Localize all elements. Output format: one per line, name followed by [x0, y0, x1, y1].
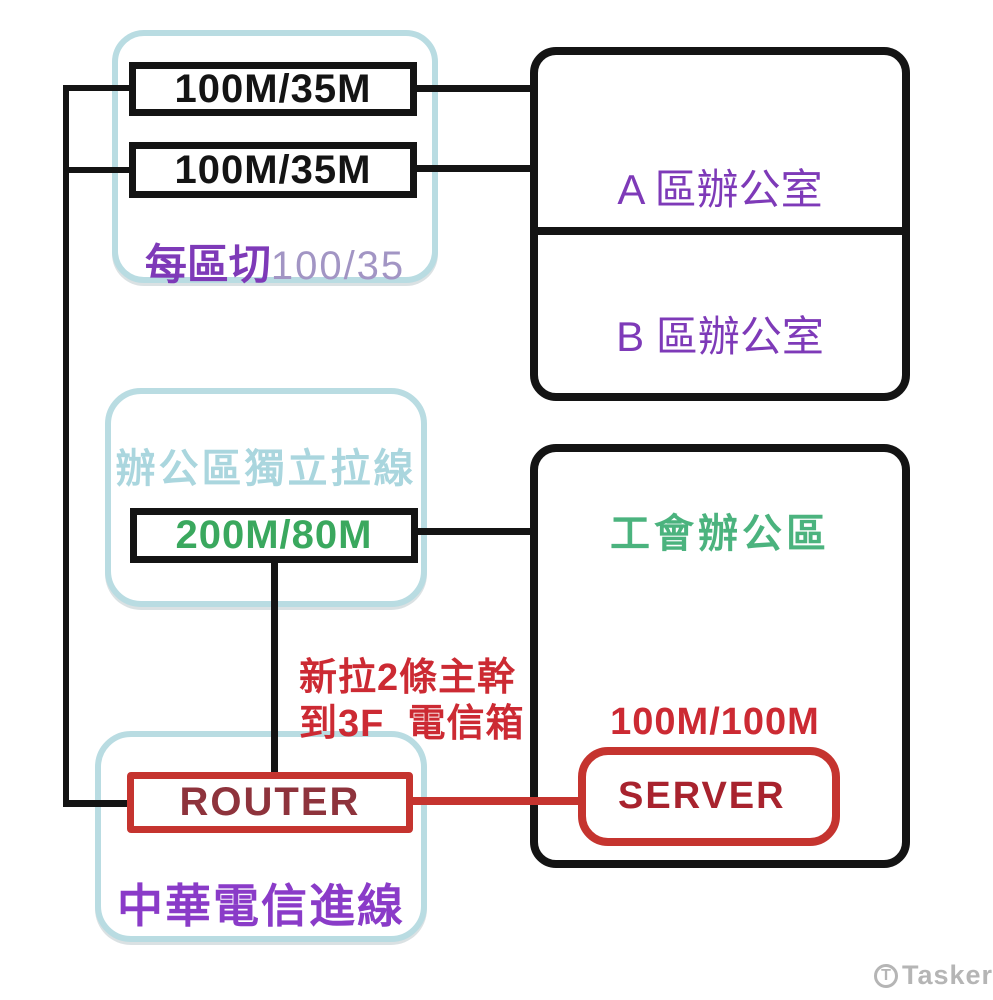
dedicated-line-caption: 辦公區獨立拉線 [115, 447, 417, 491]
server-bandwidth-label: 100M/100M [610, 701, 820, 743]
connector-link3-to-router [271, 560, 278, 774]
connector-trunk-to-router [63, 800, 129, 807]
office-zone-b-label: B 區辦公室 [616, 313, 824, 360]
connector-trunk-to-link1 [63, 85, 130, 91]
trunk-annotation-line2: 到3F 電信箱 [299, 703, 525, 745]
server-box: SERVER [578, 747, 840, 846]
chunghwa-entry-panel [95, 731, 427, 942]
zone-split-caption: 每區切100/35 [112, 231, 438, 292]
office-building-box [530, 47, 910, 401]
bandwidth-label-link1: 100M/35M [174, 66, 372, 111]
connector-trunk-to-link2 [63, 167, 130, 173]
dedicated-line-panel [105, 388, 427, 607]
watermark-text: Tasker [902, 960, 993, 990]
connector-link2-to-office [415, 165, 532, 172]
watermark: T Tasker [874, 960, 993, 991]
bandwidth-box-link3: 200M/80M [130, 508, 418, 563]
router-label: ROUTER [179, 780, 361, 824]
bandwidth-label-link3: 200M/80M [175, 513, 373, 557]
bandwidth-box-link2: 100M/35M [129, 142, 417, 198]
chunghwa-entry-caption: 中華電信進線 [117, 880, 405, 932]
tasker-logo-icon: T [874, 963, 898, 988]
zone-split-caption-sub: 100/35 [270, 244, 406, 288]
router-box: ROUTER [127, 772, 413, 833]
connector-router-to-server [411, 797, 580, 805]
connector-link1-to-office [415, 85, 532, 92]
server-label: SERVER [618, 775, 786, 817]
union-office-box [530, 444, 910, 868]
bandwidth-label-link2: 100M/35M [174, 147, 372, 192]
zone-split-caption-main: 每區切 [144, 241, 271, 288]
connector-left-trunk [63, 85, 69, 807]
trunk-annotation-line1: 新拉2條主幹 [299, 657, 517, 699]
trunk-annotation: 新拉2條主幹到3F 電信箱 [299, 655, 524, 747]
union-office-label: 工會辦公區 [610, 512, 830, 556]
bandwidth-box-link1: 100M/35M [129, 62, 417, 116]
office-ab-divider [538, 227, 902, 235]
connector-link3-to-union [416, 528, 532, 535]
office-zone-a-label: A 區辦公室 [617, 166, 823, 213]
